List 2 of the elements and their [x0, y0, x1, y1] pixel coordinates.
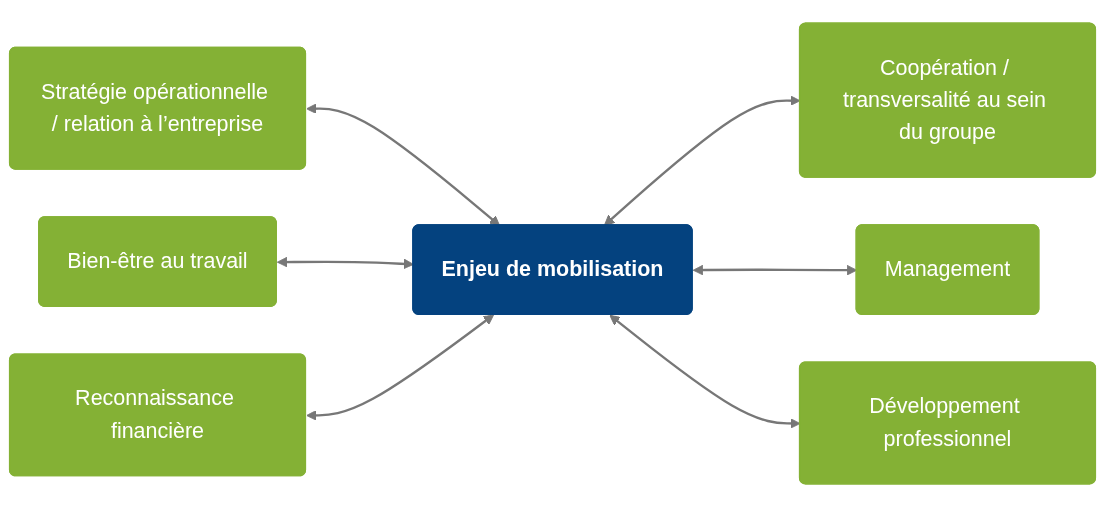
arrow [306, 103, 500, 226]
arrow [306, 314, 495, 421]
